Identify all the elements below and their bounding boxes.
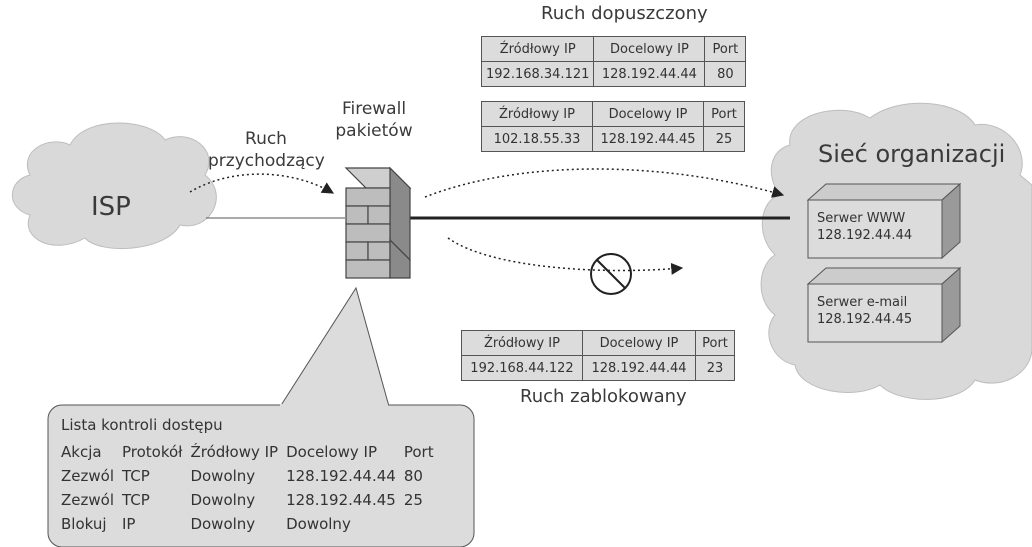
acl-action: Blokuj xyxy=(61,515,107,533)
table-header-row: Źródłowy IP Docelowy IP Port xyxy=(480,36,747,62)
header-destination-ip: Docelowy IP xyxy=(592,101,704,127)
acl-source-ip: Dowolny xyxy=(190,515,256,533)
acl-header-source-ip: Źródłowy IP xyxy=(190,443,279,461)
incoming-traffic-arrow xyxy=(189,173,335,194)
acl-header-action: Akcja xyxy=(61,443,102,461)
port: 23 xyxy=(695,355,735,381)
allowed-traffic-arrow xyxy=(424,168,785,198)
header-destination-ip: Docelowy IP xyxy=(593,36,706,62)
port: 25 xyxy=(703,126,745,152)
header-port: Port xyxy=(703,101,745,127)
acl-box xyxy=(47,404,475,547)
mail-server-box xyxy=(806,266,962,344)
acl-destination-ip: Dowolny xyxy=(286,515,351,533)
acl-destination-ip: 128.192.44.44 xyxy=(286,467,396,485)
header-source-ip: Źródłowy IP xyxy=(461,330,583,356)
acl-header-destination-ip: Docelowy IP xyxy=(286,443,378,461)
table-row: 102.18.55.33 128.192.44.45 25 xyxy=(481,126,745,152)
acl-port: 25 xyxy=(403,491,423,509)
source-ip: 192.168.44.122 xyxy=(461,355,583,381)
source-ip: 102.18.55.33 xyxy=(481,126,593,152)
isp-label: ISP xyxy=(91,192,131,222)
acl-header-port: Port xyxy=(403,443,434,461)
allowed-packet-table-2: Źródłowy IP Docelowy IP Port 102.18.55.3… xyxy=(481,101,745,152)
mail-server-label: Serwer e-mail 128.192.44.45 xyxy=(817,295,913,327)
firewall-wall xyxy=(344,166,412,279)
header-destination-ip: Docelowy IP xyxy=(582,330,696,356)
table-header-row: Źródłowy IP Docelowy IP Port xyxy=(481,101,745,127)
isp-cloud xyxy=(11,122,217,249)
source-ip: 192.168.34.121 xyxy=(480,61,595,87)
destination-ip: 128.192.44.45 xyxy=(592,126,704,152)
acl-port: 80 xyxy=(403,467,423,485)
acl-protocol: IP xyxy=(122,515,136,533)
destination-ip: 128.192.44.44 xyxy=(582,355,696,381)
acl-callout-pointer xyxy=(277,286,391,411)
acl-action: Zezwól xyxy=(61,491,114,509)
destination-ip: 128.192.44.44 xyxy=(593,61,706,87)
blocked-icon xyxy=(590,253,632,295)
blocked-traffic-title: Ruch zablokowany xyxy=(520,386,687,407)
acl-row: Blokuj IP Dowolny Dowolny xyxy=(57,512,438,536)
port: 80 xyxy=(704,61,747,87)
blocked-packet-table: Źródłowy IP Docelowy IP Port 192.168.44.… xyxy=(461,330,735,381)
web-server-label: Serwer WWW 128.192.44.44 xyxy=(817,211,913,243)
header-port: Port xyxy=(704,36,747,62)
acl-row: Zezwól TCP Dowolny 128.192.44.45 25 xyxy=(57,488,438,512)
acl-source-ip: Dowolny xyxy=(190,491,256,509)
acl-action: Zezwól xyxy=(61,467,114,485)
acl-protocol: TCP xyxy=(122,467,150,485)
allowed-traffic-title: Ruch dopuszczony xyxy=(541,3,708,24)
header-source-ip: Źródłowy IP xyxy=(481,101,593,127)
acl-table: Akcja Protokół Źródłowy IP Docelowy IP P… xyxy=(57,440,438,536)
allowed-packet-table-1: Źródłowy IP Docelowy IP Port 192.168.34.… xyxy=(480,36,747,87)
table-row: 192.168.34.121 128.192.44.44 80 xyxy=(480,61,747,87)
organization-network-label: Sieć organizacji xyxy=(818,140,1006,168)
header-port: Port xyxy=(695,330,735,356)
table-row: 192.168.44.122 128.192.44.44 23 xyxy=(461,355,735,381)
acl-port xyxy=(400,512,438,536)
acl-row: Zezwól TCP Dowolny 128.192.44.44 80 xyxy=(57,464,438,488)
acl-protocol: TCP xyxy=(122,491,150,509)
acl-title: Lista kontroli dostępu xyxy=(61,416,223,434)
acl-header-protocol: Protokół xyxy=(122,443,183,461)
firewall-label: Firewall pakietów xyxy=(335,99,413,141)
table-header-row: Źródłowy IP Docelowy IP Port xyxy=(461,330,735,356)
header-source-ip: Źródłowy IP xyxy=(480,36,595,62)
acl-header-row: Akcja Protokół Źródłowy IP Docelowy IP P… xyxy=(57,440,438,464)
acl-source-ip: Dowolny xyxy=(190,467,256,485)
incoming-traffic-label: Ruch przychodzący xyxy=(208,129,325,171)
acl-destination-ip: 128.192.44.45 xyxy=(286,491,396,509)
blocked-traffic-arrow xyxy=(447,237,684,275)
web-server-box xyxy=(806,182,962,260)
